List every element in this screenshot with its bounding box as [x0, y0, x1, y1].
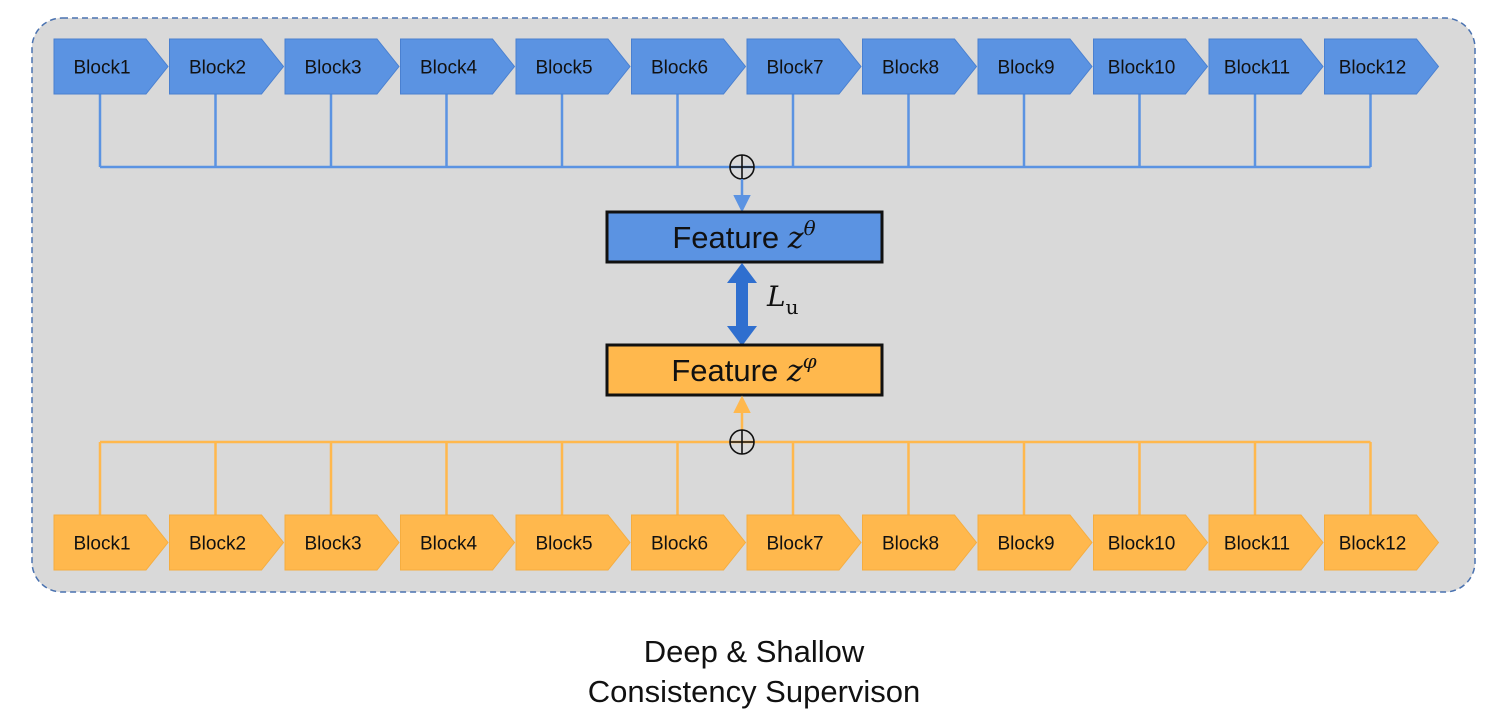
shallow-feature-label: Feature zφ	[671, 349, 816, 389]
shallow-block-2-label: Block2	[189, 534, 246, 555]
deep-block-2	[169, 38, 285, 95]
deep-block-11-label: Block11	[1224, 58, 1290, 79]
loss-label: Lu	[766, 280, 799, 319]
deep-block-3	[284, 38, 400, 95]
shallow-block-7-label: Block7	[766, 534, 823, 555]
deep-block-4	[400, 38, 516, 95]
caption-line-1: Deep & Shallow	[643, 634, 865, 669]
deep-block-1	[53, 38, 169, 95]
shallow-block-6	[631, 514, 747, 571]
shallow-block-8-label: Block8	[882, 534, 939, 555]
consistency-loss-arrow	[727, 263, 757, 346]
deep-block-6-label: Block6	[651, 58, 708, 79]
caption-line-2: Consistency Supervison	[587, 674, 921, 709]
deep-block-1-label: Block1	[73, 58, 130, 79]
deep-block-9	[977, 38, 1093, 95]
deep-block-8-label: Block8	[882, 58, 939, 79]
deep-block-10	[1093, 38, 1209, 95]
shallow-block-3	[284, 514, 400, 571]
shallow-block-row: Block1 Block2 Block3 Block4 Block5 Block6 Bloc…	[53, 514, 1440, 571]
shallow-block-9	[977, 514, 1093, 571]
shallow-block-10	[1093, 514, 1209, 571]
deep-block-12	[1324, 38, 1440, 95]
shallow-block-1-label: Block1	[73, 534, 130, 555]
shallow-block-5	[515, 514, 631, 571]
deep-sum-node	[729, 154, 755, 180]
deep-feature-box	[605, 210, 884, 264]
shallow-block-3-label: Block3	[304, 534, 361, 555]
shallow-block-12	[1324, 514, 1440, 571]
shallow-block-12-label: Block12	[1339, 534, 1407, 555]
deep-block-7	[746, 38, 862, 95]
shallow-block-4-label: Block4	[420, 534, 477, 555]
deep-block-5-label: Block5	[535, 58, 592, 79]
deep-block-5	[515, 38, 631, 95]
model-panel	[31, 17, 1476, 593]
shallow-block-6-label: Block6	[651, 534, 708, 555]
shallow-block-2	[169, 514, 285, 571]
shallow-block-4	[400, 514, 516, 571]
shallow-block-7	[746, 514, 862, 571]
deep-block-11	[1208, 38, 1324, 95]
deep-block-12-label: Block12	[1339, 58, 1407, 79]
shallow-sum-node	[729, 429, 755, 455]
deep-block-4-label: Block4	[420, 58, 477, 79]
deep-block-7-label: Block7	[766, 58, 823, 79]
shallow-block-10-label: Block10	[1108, 534, 1176, 555]
deep-block-6	[631, 38, 747, 95]
deep-block-2-label: Block2	[189, 58, 246, 79]
deep-block-10-label: Block10	[1108, 58, 1176, 79]
deep-feature-label: Feature zθ	[672, 216, 815, 256]
shallow-block-11-label: Block11	[1224, 534, 1290, 555]
shallow-block-1	[53, 514, 169, 571]
shallow-feature-box	[605, 343, 884, 397]
deep-block-9-label: Block9	[997, 58, 1054, 79]
shallow-block-9-label: Block9	[997, 534, 1054, 555]
shallow-block-11	[1208, 514, 1324, 571]
deep-block-row: Block1 Block2 Block3 Block4 Block5 Block6 Bloc…	[53, 38, 1440, 95]
deep-block-8	[862, 38, 978, 95]
figure-caption: Deep & Shallow Consistency Supervison	[0, 632, 1508, 712]
shallow-block-5-label: Block5	[535, 534, 592, 555]
shallow-block-8	[862, 514, 978, 571]
deep-block-3-label: Block3	[304, 58, 361, 79]
